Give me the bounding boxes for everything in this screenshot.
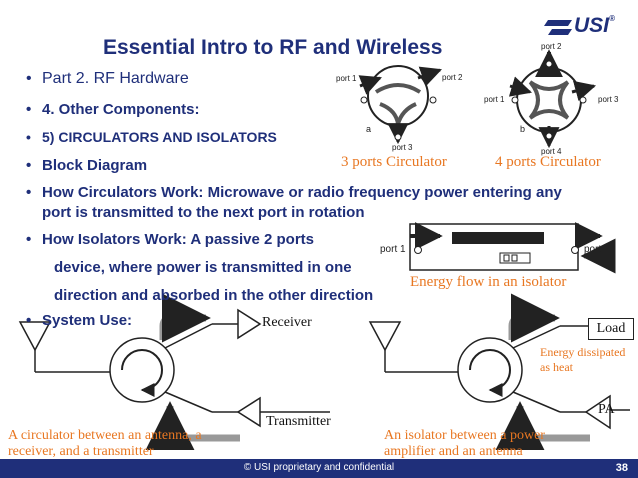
logo-label: USI	[574, 14, 610, 37]
footer-text: © USI proprietary and confidential	[243, 462, 395, 473]
circ3-port3-label: port 3	[392, 143, 413, 152]
load-box: Load	[588, 318, 634, 340]
bullet-text: 4. Other Components:	[42, 101, 200, 118]
circulator-system-caption-line1: A circulator between an antenna, a	[8, 428, 202, 443]
pa-label: PA	[598, 402, 615, 417]
bullet-text: System Use:	[42, 312, 133, 329]
bullet-item: •4. Other Components:	[26, 101, 200, 118]
system-isolator-diagram	[368, 293, 630, 451]
isolator-diagram	[409, 222, 616, 274]
bullet-continuation: device, where power is transmitted in on…	[54, 259, 352, 276]
receiver-label: Receiver	[262, 315, 312, 330]
circ4-letter: b	[520, 124, 526, 134]
bullet-text: 5) CIRCULATORS AND ISOLATORS	[42, 129, 277, 145]
bullet-item: •5) CIRCULATORS AND ISOLATORS	[26, 129, 277, 145]
energy-dissipated-line2: as heat	[540, 360, 573, 374]
energy-dissipated-line1: Energy dissipated	[540, 345, 626, 359]
bullet-item: •System Use:	[26, 312, 133, 329]
circ4-port1-label: port 1	[484, 95, 505, 104]
usi-logo	[544, 20, 572, 35]
bullet-text: How Isolators Work: A passive 2 ports	[42, 231, 315, 248]
isolator-caption: Energy flow in an isolator	[410, 274, 567, 290]
circ3-caption: 3 ports Circulator	[341, 154, 447, 170]
bullet-text: Part 2. RF Hardware	[42, 70, 189, 87]
transmitter-label: Transmitter	[266, 414, 331, 429]
circ4-port4-label: port 4	[541, 147, 562, 156]
bullet-text: Block Diagram	[42, 157, 148, 174]
footer-bar: © USI proprietary and confidential 38	[0, 459, 638, 478]
system-circulator-diagram	[18, 293, 330, 451]
page-number: 38	[615, 462, 628, 474]
usi-logo-text: USI®	[574, 14, 615, 38]
circulator-system-caption-line2: receiver, and a transmitter	[8, 444, 154, 459]
circ4-caption: 4 ports Circulator	[495, 154, 601, 170]
bullet-text: How Circulators Work: Microwave or radio…	[42, 184, 562, 201]
bullet-continuation: port is transmitted to the next port in …	[42, 204, 365, 221]
circ3-letter: a	[366, 124, 372, 134]
bullet-item: •How Circulators Work: Microwave or radi…	[26, 184, 562, 201]
isolator-system-caption-line2: amplifier and an antenna	[384, 444, 523, 459]
circulator-4-port	[508, 49, 597, 149]
bullet-continuation: direction and absorbed in the other dire…	[54, 287, 374, 304]
isolator-port2-label: port 2	[584, 244, 610, 255]
circ4-port2-label: port 2	[541, 42, 562, 51]
isolator-system-caption-line1: An isolator between a power	[384, 428, 545, 443]
circulator-3-port	[358, 65, 442, 145]
circ3-port2-label: port 2	[442, 73, 463, 82]
bullet-item: •How Isolators Work: A passive 2 ports	[26, 231, 315, 248]
load-label: Load	[596, 321, 626, 336]
logo-registered-mark: ®	[609, 14, 615, 23]
circ3-port1-label: port 1	[336, 74, 357, 83]
page-title: Essential Intro to RF and Wireless	[103, 36, 443, 59]
isolator-port1-label: port 1	[380, 244, 406, 255]
bullet-item: •Block Diagram	[26, 157, 148, 174]
bullet-item: •Part 2. RF Hardware	[26, 70, 189, 87]
circ4-port3-label: port 3	[598, 95, 619, 104]
